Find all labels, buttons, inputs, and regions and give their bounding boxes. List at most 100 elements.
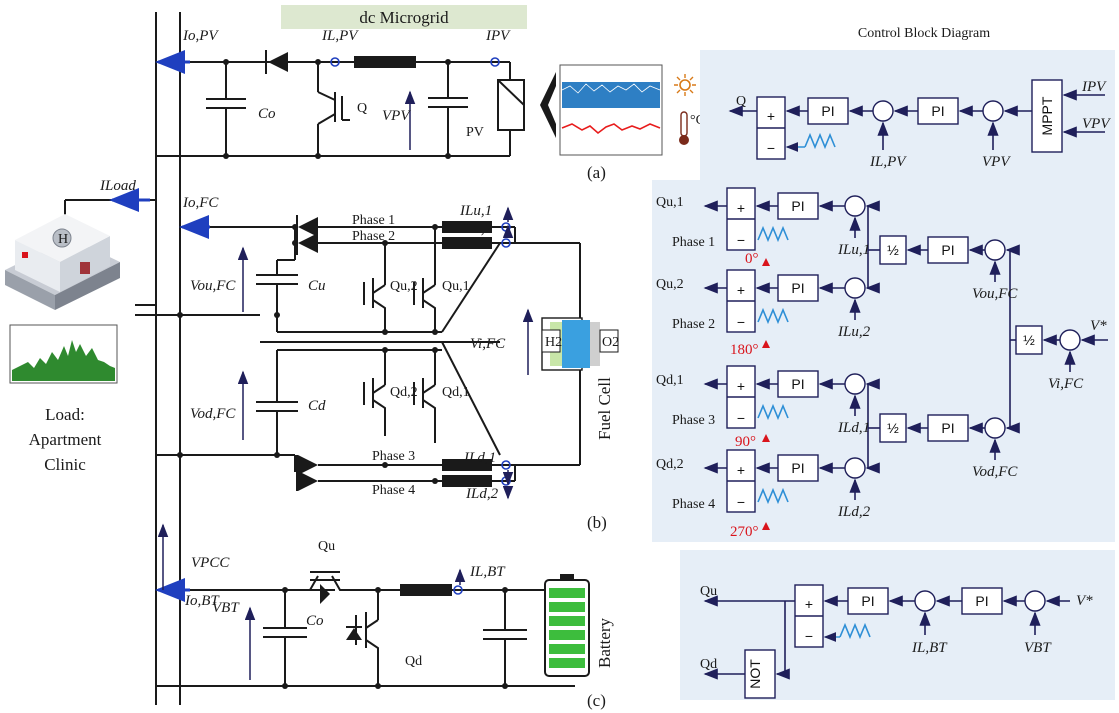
bt-not: NOT [747, 659, 763, 689]
vod-fc-label: Vod,FC [190, 406, 236, 422]
bt-pi-1: PI [861, 593, 874, 609]
ilu2-label: ILu,2 [459, 221, 493, 237]
microgrid-title: dc Microgrid [359, 8, 449, 27]
load-caption-1: Load: [45, 405, 85, 424]
q-pv-label: Q [357, 101, 367, 116]
pv-converter [155, 50, 556, 159]
pv-module [497, 79, 525, 131]
ctrl-pv-minus: − [767, 140, 775, 156]
load-caption-2: Apartment [29, 430, 102, 449]
microgrid-title-bg [281, 5, 527, 29]
fc-minus-3: − [737, 410, 745, 426]
control-title: Control Block Diagram [858, 26, 990, 41]
fc-ctrl-vou: Vou,FC [972, 286, 1018, 302]
qu1-label: Qu,1 [442, 279, 470, 294]
bt-ctrl-il: IL,BT [911, 640, 948, 656]
fc-plus-4: + [737, 462, 745, 478]
pv-diode [268, 52, 288, 72]
qu-bt-label: Qu [318, 539, 335, 554]
ild2-label: ILd,2 [465, 486, 499, 502]
il-pv-label: IL,PV [321, 28, 359, 44]
fc-minus-2: − [737, 314, 745, 330]
fc-pi-outer-u: PI [941, 242, 954, 258]
vou-fc-label: Vou,FC [190, 278, 236, 294]
fc-phase1-label: Phase 1 [352, 213, 395, 228]
fc-pi-2: PI [791, 280, 804, 296]
ctrl-pv-il: IL,PV [869, 154, 907, 170]
ctrl-pv-vpv: VPV [1082, 116, 1111, 132]
fc-control-blocks [703, 187, 1108, 530]
vbt-label: VBT [212, 600, 240, 616]
fc-ctrl-ild2: ILd,2 [837, 504, 871, 520]
fc-phase3-label: Phase 3 [372, 449, 415, 464]
fc-ctrl-qu2: Qu,2 [656, 277, 684, 292]
fc-pi-1: PI [791, 198, 804, 214]
il-bt-label: IL,BT [469, 564, 506, 580]
svg-text:H: H [58, 232, 68, 247]
fc-plus-2: + [737, 282, 745, 298]
bt-pi-2: PI [975, 593, 988, 609]
qu2-label: Qu,2 [390, 279, 418, 294]
fuel-cell-label: Fuel Cell [595, 377, 614, 440]
fc-phase2-label: Phase 2 [352, 229, 395, 244]
qd1-label: Qd,1 [442, 385, 470, 400]
fc-half-u: ½ [887, 242, 899, 258]
subfig-b-label: (b) [587, 513, 607, 532]
cu-label: Cu [308, 278, 326, 294]
pv-control-blocks [728, 79, 1105, 160]
fc-ctrl-ild1: ILd,1 [837, 420, 870, 436]
co-bt-label: Co [306, 613, 324, 629]
fc-ctrl-vi: Vi,FC [1048, 376, 1084, 392]
fuel-cell-converter [156, 206, 619, 500]
fc-angle-180: 180° [730, 342, 759, 358]
fc-pi-outer-d: PI [941, 420, 954, 436]
iload-label: ILoad [99, 178, 136, 194]
pv-inductor [354, 56, 416, 68]
irradiance-temperature-plot [559, 64, 663, 156]
ilu1-label: ILu,1 [459, 203, 492, 219]
io-bt-label: Io,BT [184, 593, 220, 609]
vi-fc-label: Vi,FC [470, 336, 506, 352]
ctrl-pv-plus: + [767, 108, 775, 124]
fc-ctrl-vref: V* [1090, 318, 1107, 334]
co-pv-label: Co [258, 106, 276, 122]
fc-half-d: ½ [887, 420, 899, 436]
h2-label: H2 [545, 335, 562, 350]
fc-ctrl-ph1: Phase 1 [672, 235, 715, 250]
fc-ctrl-ph3: Phase 3 [672, 413, 715, 428]
fc-ctrl-qd1: Qd,1 [656, 373, 684, 388]
bt-ctrl-vref: V* [1076, 593, 1093, 609]
fc-angle-90: 90° [735, 434, 756, 450]
fc-ctrl-qd2: Qd,2 [656, 457, 684, 472]
battery-label: Battery [595, 617, 614, 668]
fc-ctrl-ph2: Phase 2 [672, 317, 715, 332]
fc-ctrl-qu1: Qu,1 [656, 195, 684, 210]
fc-ctrl-ilu1: ILu,1 [837, 242, 870, 258]
qd2-label: Qd,2 [390, 385, 418, 400]
fc-ctrl-ph4: Phase 4 [672, 497, 715, 512]
ipv-label: IPV [485, 28, 511, 44]
cd-label: Cd [308, 398, 326, 414]
building-icon: H [5, 214, 120, 310]
vpv-label: VPV [382, 108, 411, 124]
fc-angle-0: 0° [745, 251, 759, 267]
ctrl-pv-ipv: IPV [1081, 79, 1107, 95]
fc-minus-4: − [737, 494, 745, 510]
pv-source-label: PV [466, 125, 484, 140]
subfig-a-label: (a) [587, 163, 606, 182]
io-fc-label: Io,FC [182, 195, 219, 211]
ctrl-pv-pi1: PI [821, 103, 834, 119]
load-caption-3: Clinic [44, 455, 86, 474]
fc-pi-3: PI [791, 376, 804, 392]
qd-bt-label: Qd [405, 654, 422, 669]
o2-label: O2 [602, 335, 619, 350]
subfig-c-label: (c) [587, 691, 606, 710]
sun-icon [674, 74, 696, 96]
fc-phase4-label: Phase 4 [372, 483, 415, 498]
load-profile-plot [9, 324, 118, 384]
bt-ctrl-qu: Qu [700, 584, 717, 599]
ctrl-pv-pi2: PI [931, 103, 944, 119]
bt-minus: − [805, 628, 813, 644]
fc-ctrl-vod: Vod,FC [972, 464, 1018, 480]
